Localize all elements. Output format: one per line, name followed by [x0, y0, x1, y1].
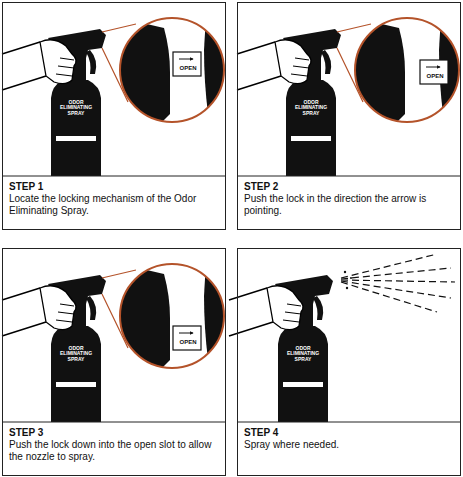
step-panel: STEP 4Spray where needed.	[237, 248, 461, 476]
step-heading: STEP 2	[244, 181, 454, 193]
step-instruction: Locate the locking mechanism of the Odor…	[9, 193, 219, 217]
step-panel: STEP 2Push the lock in the direction the…	[237, 2, 461, 230]
step-text-block: STEP 2Push the lock in the direction the…	[244, 181, 454, 217]
bottle-label: ODOR ELIMINATING SPRAY	[288, 100, 334, 116]
bottle-label: ODOR ELIMINATING SPRAY	[53, 346, 99, 362]
lock-label: OPEN	[422, 73, 448, 79]
lock-label: OPEN	[175, 65, 201, 71]
step-heading: STEP 4	[244, 427, 454, 439]
step-text-block: STEP 3Push the lock down into the open s…	[9, 427, 219, 463]
lock-label: OPEN	[175, 339, 201, 345]
step-heading: STEP 3	[9, 427, 219, 439]
step-instruction: Push the lock down into the open slot to…	[9, 439, 219, 463]
step-instruction: Spray where needed.	[244, 439, 454, 451]
step-heading: STEP 1	[9, 181, 219, 193]
step-text-block: STEP 1Locate the locking mechanism of th…	[9, 181, 219, 217]
bottle-label: ODOR ELIMINATING SPRAY	[53, 100, 99, 116]
step-instruction: Push the lock in the direction the arrow…	[244, 193, 454, 217]
step-text-block: STEP 4Spray where needed.	[244, 427, 454, 451]
step-panel: STEP 3Push the lock down into the open s…	[2, 248, 226, 476]
step-panel: STEP 1Locate the locking mechanism of th…	[2, 2, 226, 230]
bottle-label: ODOR ELIMINATING SPRAY	[280, 346, 326, 362]
